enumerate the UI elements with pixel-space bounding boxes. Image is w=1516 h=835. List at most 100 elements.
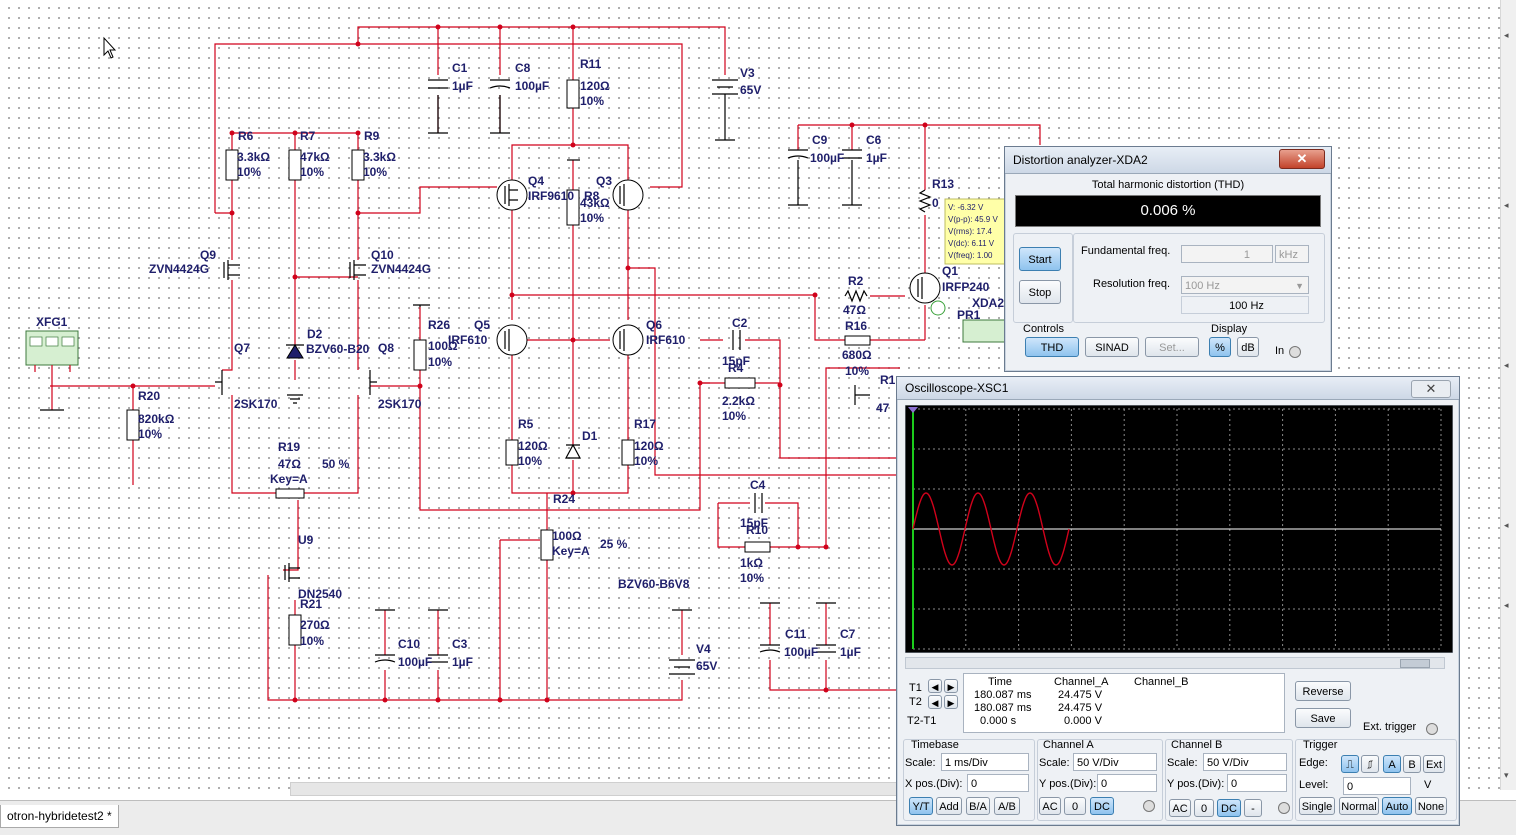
scroll-marker-icon: ◂ — [1504, 520, 1509, 530]
set-button[interactable]: Set... — [1145, 337, 1199, 357]
channel-b-ypos-label: Y pos.(Div): — [1167, 778, 1225, 790]
channel-b-minus-button[interactable]: - — [1244, 799, 1262, 817]
r9-value: 3.3kΩ — [363, 150, 396, 164]
channel-b-dc-button[interactable]: DC — [1217, 799, 1241, 817]
thd-label: Total harmonic distortion (THD) — [1091, 179, 1245, 191]
scope-screen — [905, 405, 1453, 653]
r13-value: 0 — [932, 196, 939, 210]
start-button[interactable]: Start — [1019, 247, 1061, 271]
c7-label: C7 — [840, 627, 856, 641]
scope-close-button[interactable]: ✕ — [1411, 380, 1451, 398]
channel-b-zero-button[interactable]: 0 — [1194, 799, 1214, 817]
row3-time: 0.000 s — [980, 715, 1017, 727]
q5-label: Q5 — [474, 318, 490, 332]
display-label: Display — [1211, 323, 1248, 335]
ba-button[interactable]: B/A — [966, 797, 990, 815]
none-button[interactable]: None — [1415, 797, 1447, 815]
r16-value: 680Ω — [842, 348, 872, 362]
res-freq-select[interactable]: 100 Hz ▼ — [1181, 276, 1309, 294]
q6-label: Q6 — [646, 318, 662, 332]
u9-part: DN2540 — [298, 587, 342, 601]
d2-part: BZV60-B20 — [306, 342, 370, 356]
probe-line-5: V(freq): 1.00 — [948, 251, 993, 260]
q1-part: IRFP240 — [942, 280, 990, 294]
channel-a-scale-input[interactable]: 50 V/Div — [1073, 753, 1157, 771]
scroll-down-icon[interactable]: ▾ — [1504, 770, 1509, 780]
trigger-level-unit: V — [1424, 779, 1432, 791]
scrollbar-thumb[interactable] — [1400, 659, 1430, 668]
q10-label: Q10 — [371, 248, 394, 262]
t2-left-arrow-icon[interactable]: ◀ — [928, 695, 942, 709]
channel-b-ac-button[interactable]: AC — [1169, 799, 1191, 817]
tab-design[interactable]: otron-hybridetest2 * — [0, 805, 119, 828]
single-button[interactable]: Single — [1299, 797, 1335, 815]
controls-label: Controls — [1023, 323, 1064, 335]
t1-left-arrow-icon[interactable]: ◀ — [928, 679, 942, 693]
r6-value: 3.3kΩ — [237, 150, 270, 164]
trigger-ext-button[interactable]: Ext — [1423, 755, 1445, 773]
channel-a-zero-button[interactable]: 0 — [1064, 797, 1086, 815]
r24-key: Key=A — [552, 544, 590, 558]
t2-right-arrow-icon[interactable]: ▶ — [944, 695, 958, 709]
pr1-label: PR1 — [957, 308, 981, 322]
t1-right-arrow-icon[interactable]: ▶ — [944, 679, 958, 693]
thd-mode-button[interactable]: THD — [1025, 337, 1079, 357]
q4-part: IRF9610 — [528, 189, 574, 203]
channel-a-ac-button[interactable]: AC — [1039, 797, 1061, 815]
channel-a-terminal-icon[interactable] — [1143, 800, 1155, 812]
channel-b-terminal-icon[interactable] — [1278, 802, 1290, 814]
timebase-xpos-input[interactable]: 0 — [967, 774, 1029, 792]
falling-edge-icon[interactable]: ⎎ — [1361, 755, 1379, 773]
add-button[interactable]: Add — [936, 797, 962, 815]
r20-tol: 10% — [138, 427, 162, 441]
r11-value: 120Ω — [580, 79, 610, 93]
fund-freq-label: Fundamental freq. — [1081, 245, 1171, 257]
c3-label: C3 — [452, 637, 468, 651]
channel-a-ypos-input[interactable]: 0 — [1097, 774, 1157, 792]
in-terminal-icon[interactable] — [1289, 346, 1301, 358]
probe-line-2: V(p-p): 45.9 V — [948, 215, 998, 224]
vertical-scrollbar[interactable]: ◂ ◂ ◂ ◂ ◂ ▾ — [1500, 0, 1516, 790]
r17-tol: 10% — [634, 454, 658, 468]
rising-edge-icon[interactable]: ⎍ — [1341, 755, 1359, 773]
r21-tol: 10% — [300, 634, 324, 648]
q4-label: Q4 — [528, 174, 544, 188]
trigger-b-button[interactable]: B — [1403, 755, 1421, 773]
q5-part: IRF610 — [448, 333, 488, 347]
row1-time: 180.087 ms — [974, 689, 1032, 701]
c1-label: C1 — [452, 61, 468, 75]
row2-a: 24.475 V — [1058, 702, 1103, 714]
r9-tol: 10% — [363, 165, 387, 179]
cursor-handle-icon[interactable] — [908, 407, 918, 413]
horizontal-scrollbar[interactable] — [290, 782, 902, 796]
auto-button[interactable]: Auto — [1382, 797, 1412, 815]
distortion-close-button[interactable]: ✕ — [1279, 149, 1325, 169]
db-button[interactable]: dB — [1237, 337, 1259, 357]
ab-button[interactable]: A/B — [994, 797, 1020, 815]
channel-b-ypos-input[interactable]: 0 — [1227, 774, 1287, 792]
reverse-button[interactable]: Reverse — [1295, 681, 1351, 701]
normal-button[interactable]: Normal — [1339, 797, 1379, 815]
c9-label: C9 — [812, 133, 828, 147]
trigger-a-button[interactable]: A — [1383, 755, 1401, 773]
yt-button[interactable]: Y/T — [909, 797, 933, 815]
fund-freq-input[interactable]: 1 — [1181, 245, 1273, 263]
timebase-scale-input[interactable]: 1 ms/Div — [941, 753, 1029, 771]
save-button[interactable]: Save — [1295, 708, 1351, 728]
sinad-mode-button[interactable]: SINAD — [1085, 337, 1139, 357]
screen-scrollbar[interactable] — [905, 657, 1445, 669]
schematic-drawing[interactable]: V: -6.32 V V(p-p): 45.9 V V(rms): 17.4 V… — [0, 0, 1500, 790]
channel-a-dc-button[interactable]: DC — [1090, 797, 1114, 815]
ext-trigger-terminal-icon[interactable] — [1426, 723, 1438, 735]
r5-value: 120Ω — [518, 439, 548, 453]
stop-button[interactable]: Stop — [1019, 280, 1061, 304]
oscilloscope-window: Oscilloscope-XSC1 ✕ T1 T2 T2-T1 ◀ ▶ ◀ ▶ … — [896, 376, 1460, 826]
percent-button[interactable]: % — [1209, 337, 1231, 357]
cursor-table: Time Channel_A Channel_B 180.087 ms 24.4… — [963, 673, 1285, 733]
channel-b-scale-input[interactable]: 50 V/Div — [1203, 753, 1287, 771]
trigger-title: Trigger — [1303, 739, 1338, 751]
trigger-level-input[interactable]: 0 — [1343, 777, 1411, 795]
r16-tol: 10% — [845, 364, 869, 378]
trigger-group — [1295, 739, 1457, 821]
r2-label: R2 — [848, 274, 864, 288]
